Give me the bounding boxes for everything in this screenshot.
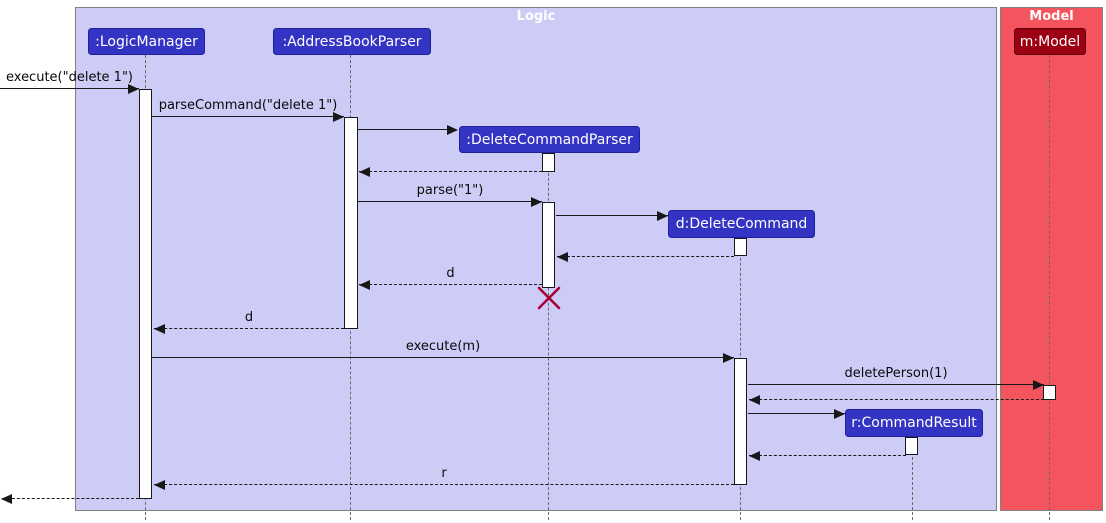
activation-address-book-parser bbox=[344, 117, 358, 329]
arrowhead-icon bbox=[749, 395, 760, 405]
message-line-delete-person bbox=[748, 384, 1044, 385]
message-line-return bbox=[749, 455, 906, 456]
arrowhead-icon bbox=[128, 84, 139, 94]
arrowhead-icon bbox=[154, 324, 165, 334]
message-line-parse bbox=[358, 201, 542, 202]
activation-delete-command-parser-parse bbox=[542, 202, 555, 288]
activation-delete-command-execute bbox=[734, 358, 747, 485]
message-line-create-delete-command bbox=[556, 215, 668, 216]
message-label: r bbox=[441, 466, 447, 481]
message-label: d bbox=[446, 266, 455, 281]
model-frame-title: Model bbox=[1029, 9, 1074, 24]
message-line-execute-delete bbox=[0, 88, 139, 89]
message-label: parseCommand("delete 1") bbox=[158, 98, 338, 113]
participant-command-result: r:CommandResult bbox=[845, 409, 983, 437]
participant-delete-command: d:DeleteCommand bbox=[668, 210, 815, 238]
message-line-create-command-result bbox=[748, 413, 845, 414]
message-label: d bbox=[244, 310, 254, 325]
arrowhead-icon bbox=[749, 451, 760, 461]
participant-logic-manager: :LogicManager bbox=[88, 28, 205, 55]
lifeline-command-result bbox=[912, 437, 913, 520]
arrowhead-icon bbox=[557, 252, 568, 262]
logic-frame bbox=[75, 7, 997, 511]
activation-logic-manager bbox=[139, 89, 152, 499]
arrowhead-icon bbox=[723, 353, 734, 363]
arrowhead-icon bbox=[531, 197, 542, 207]
message-line-return-d bbox=[154, 328, 344, 329]
message-line-return bbox=[749, 399, 1044, 400]
arrowhead-icon bbox=[447, 125, 458, 135]
participant-address-book-parser: :AddressBookParser bbox=[273, 28, 431, 55]
logic-frame-title: Logic bbox=[516, 9, 556, 24]
destroy-x-icon bbox=[537, 286, 561, 310]
message-label: execute("delete 1") bbox=[6, 70, 134, 85]
message-label: execute(m) bbox=[405, 339, 481, 354]
lifeline-model bbox=[1049, 55, 1050, 520]
arrowhead-icon bbox=[657, 211, 668, 221]
model-frame bbox=[1000, 7, 1103, 511]
message-line-return-r bbox=[154, 484, 734, 485]
message-line-return-d bbox=[359, 284, 542, 285]
message-line-create-delete-command-parser bbox=[358, 129, 454, 130]
arrowhead-icon bbox=[1033, 380, 1044, 390]
message-line-return bbox=[2, 498, 139, 499]
activation-delete-command-create bbox=[734, 238, 747, 256]
message-line-return bbox=[557, 256, 734, 257]
arrowhead-icon bbox=[834, 409, 845, 419]
activation-model bbox=[1043, 385, 1056, 400]
arrowhead-icon bbox=[359, 167, 370, 177]
activation-command-result-create bbox=[905, 437, 918, 455]
message-line-parse-command bbox=[152, 116, 344, 117]
lifeline-delete-command-parser bbox=[548, 153, 549, 520]
message-line-execute-m bbox=[152, 357, 734, 358]
arrowhead-icon bbox=[333, 112, 344, 122]
arrowhead-icon bbox=[1, 494, 12, 504]
participant-delete-command-parser: :DeleteCommandParser bbox=[459, 126, 640, 153]
activation-delete-command-parser-create bbox=[542, 153, 555, 172]
message-label: parse("1") bbox=[416, 183, 484, 198]
participant-model: m:Model bbox=[1014, 28, 1086, 55]
message-label: deletePerson(1) bbox=[844, 366, 948, 381]
message-line-return bbox=[359, 171, 542, 172]
arrowhead-icon bbox=[154, 480, 165, 490]
arrowhead-icon bbox=[359, 280, 370, 290]
